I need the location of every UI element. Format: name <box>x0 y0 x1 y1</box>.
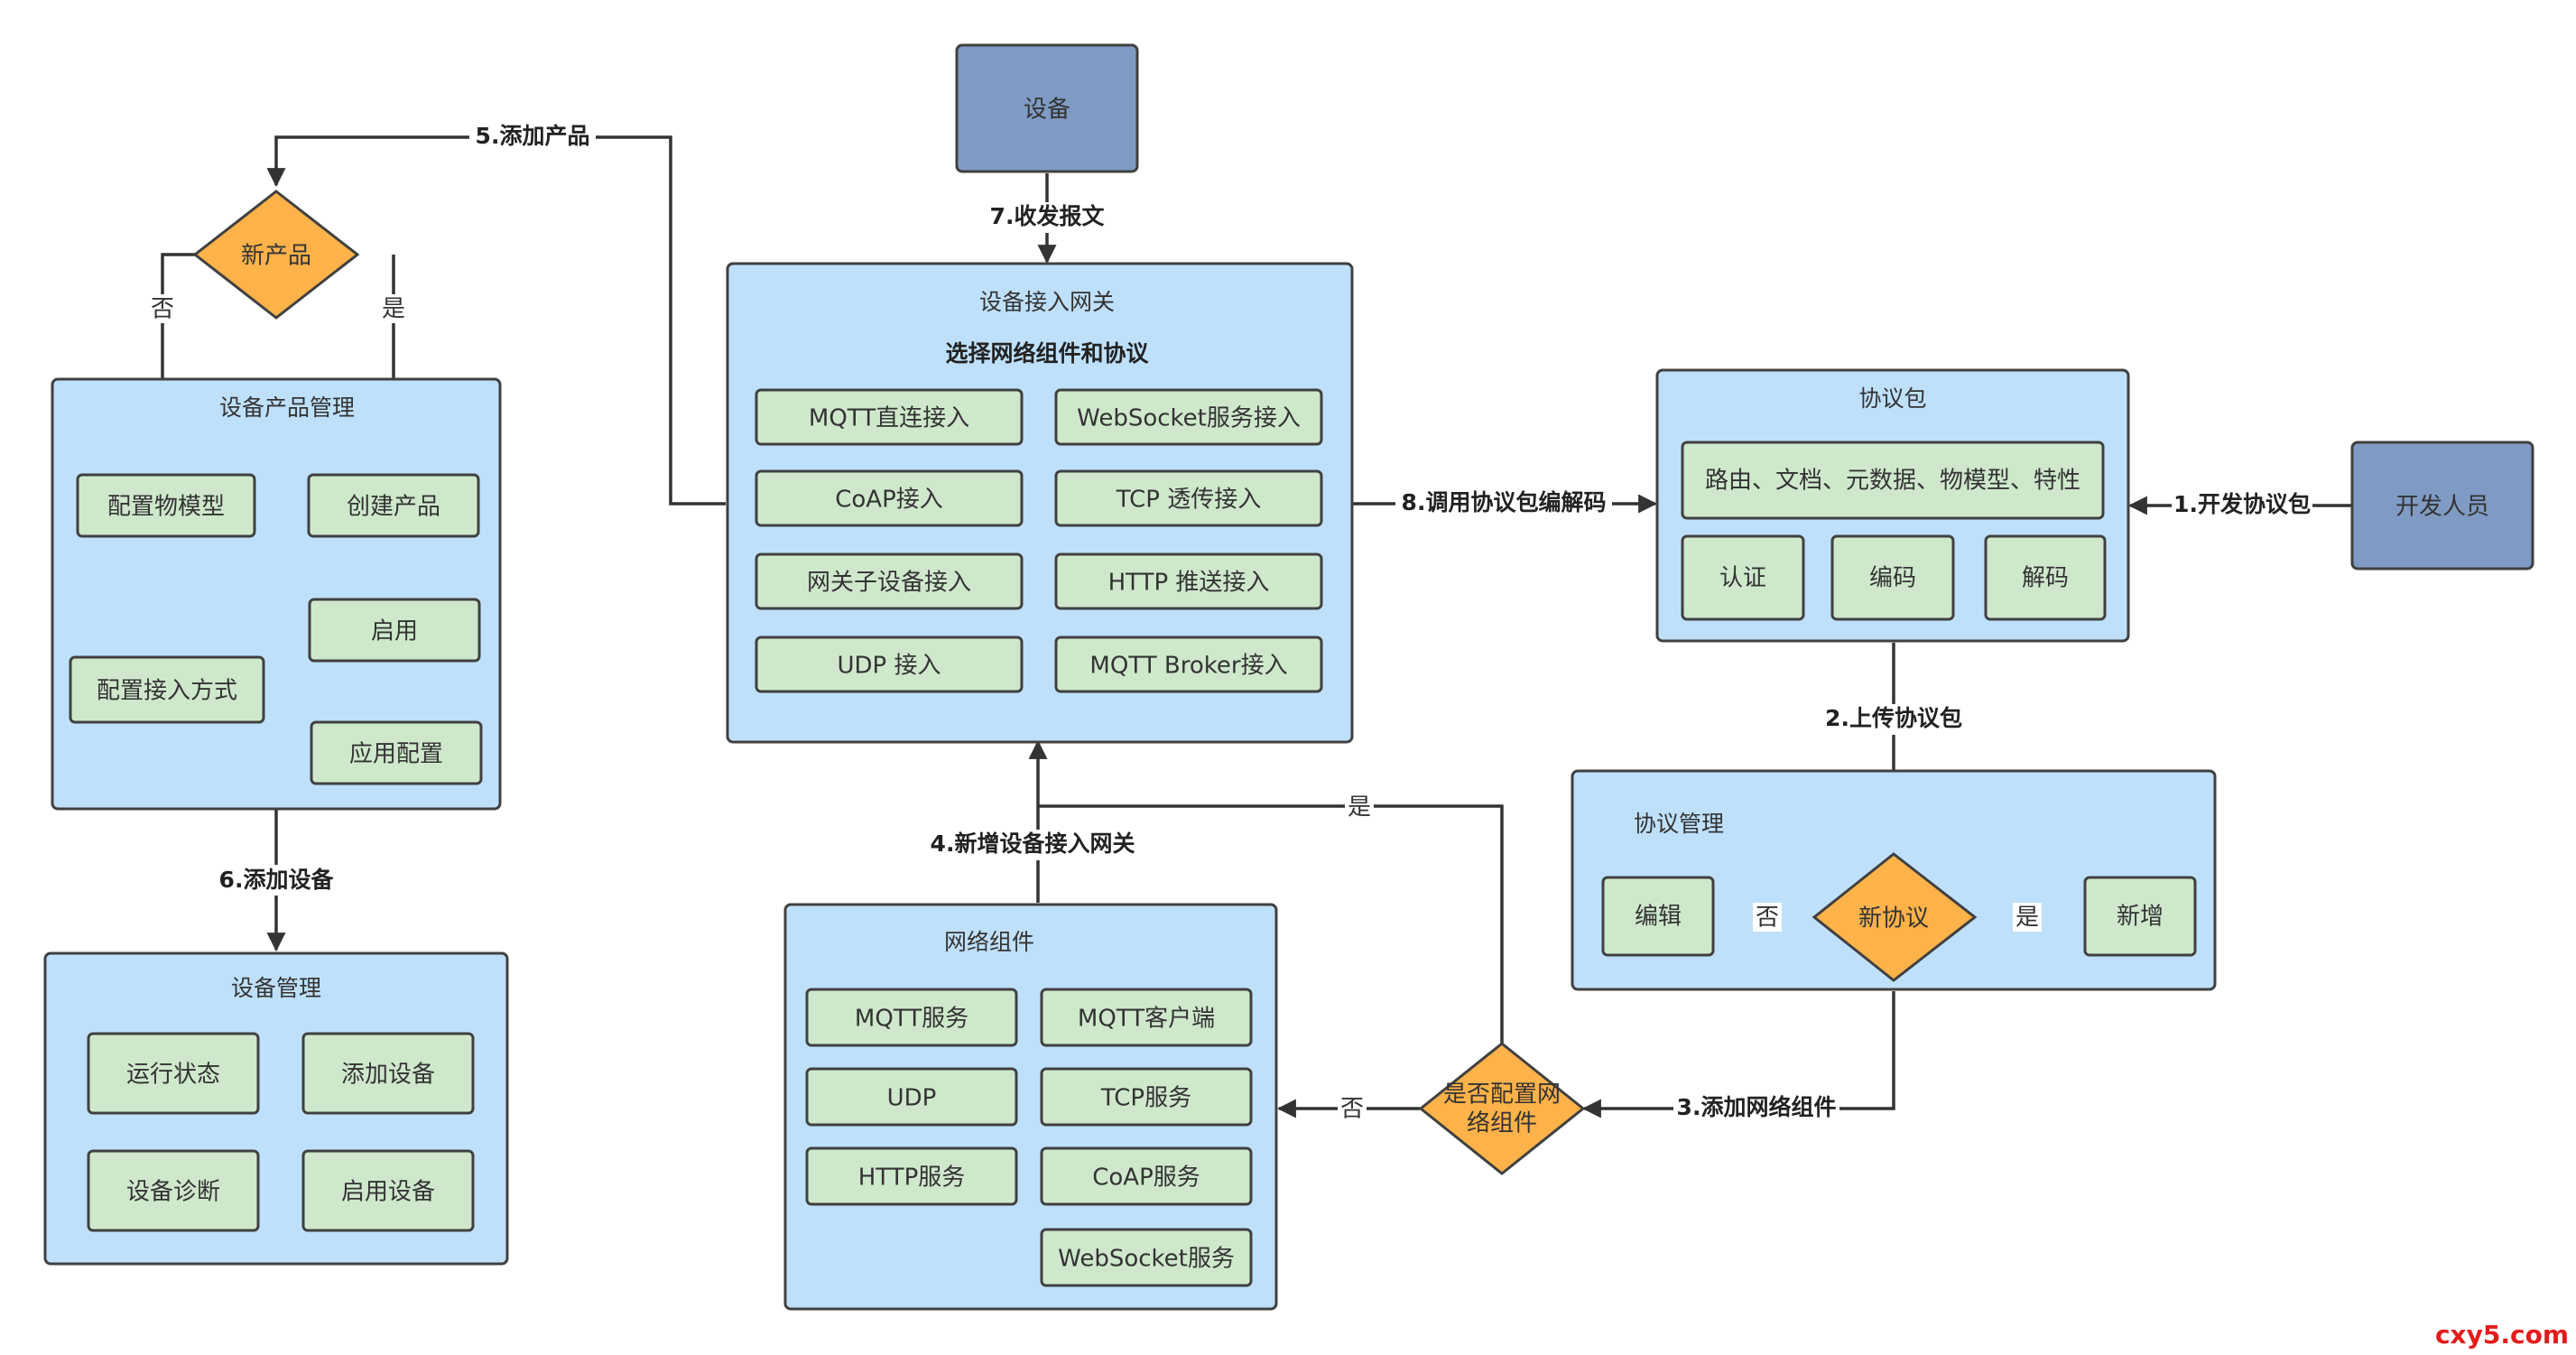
step2-label: 2.上传协议包 <box>1825 705 1962 731</box>
udp-label: UDP <box>887 1085 937 1112</box>
mqtt-client-box <box>1040 988 1253 1047</box>
udp-box <box>805 1067 1018 1127</box>
developer-node <box>2350 441 2534 571</box>
device-diag-box <box>87 1149 260 1232</box>
encode-box <box>1830 534 1955 621</box>
http-push-label: HTTP 推送接入 <box>1108 570 1270 597</box>
coap-access-box <box>755 469 1024 527</box>
watermark: cxy5.com <box>2435 1320 2569 1350</box>
mqtt-broker-box <box>1054 636 1323 693</box>
gateway-subtitle: 选择网络组件和协议 <box>945 340 1149 367</box>
coap-service-label: CoAP服务 <box>1092 1165 1200 1192</box>
tcp-access-label: TCP 透传接入 <box>1116 487 1261 514</box>
new-product-yes-label: 是 <box>382 296 405 323</box>
websocket-service-box <box>1040 1228 1253 1287</box>
new-product-label: 新产品 <box>241 243 311 270</box>
step4-label: 4.新增设备接入网关 <box>931 831 1135 857</box>
config-model-box <box>76 473 256 538</box>
add-new-box <box>2083 876 2197 957</box>
config-network-label-2: 络组件 <box>1467 1110 1537 1137</box>
coap-access-label: CoAP接入 <box>835 487 943 514</box>
gateway-title: 设备接入网关 <box>979 289 1115 315</box>
udp-access-label: UDP 接入 <box>838 653 941 680</box>
tcp-access-box <box>1054 469 1323 527</box>
device-node <box>955 43 1139 173</box>
protocol-mgmt-title: 协议管理 <box>1634 811 1724 837</box>
device-diag-label: 设备诊断 <box>126 1179 220 1206</box>
coap-service-box <box>1040 1146 1253 1206</box>
add-new-label: 新增 <box>2117 904 2164 931</box>
protocol-pkg-title: 协议包 <box>1858 385 1926 412</box>
developer-label: 开发人员 <box>2395 494 2489 521</box>
encode-label: 编码 <box>1869 565 1916 592</box>
run-status-box <box>87 1032 260 1115</box>
http-service-box <box>805 1146 1018 1206</box>
auth-label: 认证 <box>1719 565 1766 592</box>
create-product-label: 创建产品 <box>347 494 440 521</box>
new-protocol-decision <box>1812 852 1978 982</box>
enable-device-label: 启用设备 <box>341 1179 435 1206</box>
tcp-service-box <box>1040 1067 1253 1127</box>
step1-label: 1.开发协议包 <box>2173 491 2311 517</box>
enable-label: 启用 <box>371 618 418 645</box>
enable-box <box>308 598 481 663</box>
config-network-label-1: 是否配置网 <box>1443 1081 1561 1109</box>
step6-label: 6.添加设备 <box>219 867 335 893</box>
apply-config-box <box>310 720 483 785</box>
websocket-access-label: WebSocket服务接入 <box>1077 405 1301 432</box>
step3-label: 3.添加网络组件 <box>1677 1094 1837 1120</box>
edit-label: 编辑 <box>1635 904 1682 931</box>
new-protocol-label: 新协议 <box>1858 905 1929 933</box>
http-push-box <box>1054 552 1323 610</box>
product-mgmt-title: 设备产品管理 <box>219 394 355 421</box>
config-access-label: 配置接入方式 <box>97 678 237 705</box>
config-network-decision <box>1418 1042 1586 1175</box>
mqtt-service-label: MQTT服务 <box>855 1006 968 1033</box>
websocket-service-label: WebSocket服务 <box>1058 1246 1235 1273</box>
step8-label: 8.调用协议包编解码 <box>1402 489 1607 515</box>
edge-config-network-yes <box>1038 804 1504 1044</box>
add-device-box <box>301 1032 475 1115</box>
mqtt-broker-label: MQTT Broker接入 <box>1089 653 1287 680</box>
network-comp-title: 网络组件 <box>944 929 1034 955</box>
run-status-label: 运行状态 <box>126 1062 220 1089</box>
config-network-yes-label: 是 <box>1348 794 1371 821</box>
edit-box <box>1601 876 1715 957</box>
gw-subdevice-label: 网关子设备接入 <box>807 570 971 597</box>
decode-label: 解码 <box>2022 565 2069 592</box>
step7-label: 7.收发报文 <box>990 203 1106 229</box>
new-product-decision <box>192 190 360 320</box>
new-protocol-no-label: 否 <box>1756 905 1779 932</box>
edge-add-product <box>266 135 726 506</box>
config-access-box <box>69 655 265 724</box>
protocol-features-label: 路由、文档、元数据、物模型、特性 <box>1705 468 2080 495</box>
gw-subdevice-box <box>755 552 1024 610</box>
new-product-no-label: 否 <box>151 296 174 323</box>
edge-labels: 5.添加产品 否 是 6.添加设备 7.收发报文 8.调用协议包编解码 1.开发… <box>148 123 2312 1124</box>
step5-label: 5.添加产品 <box>476 123 590 149</box>
websocket-access-box <box>1054 388 1323 446</box>
http-service-label: HTTP服务 <box>858 1165 966 1192</box>
config-network-no-label: 否 <box>1340 1096 1364 1123</box>
mqtt-direct-label: MQTT直连接入 <box>809 405 969 432</box>
enable-device-box <box>301 1149 475 1232</box>
mqtt-direct-box <box>755 388 1024 446</box>
tcp-service-label: TCP服务 <box>1100 1085 1191 1112</box>
mqtt-service-box <box>805 988 1018 1047</box>
device-mgmt-title: 设备管理 <box>231 975 321 1001</box>
protocol-features-box <box>1681 441 2105 520</box>
apply-config-label: 应用配置 <box>349 741 443 768</box>
device-label: 设备 <box>1024 97 1070 124</box>
add-device-label: 添加设备 <box>341 1062 435 1089</box>
mqtt-client-label: MQTT客户端 <box>1078 1006 1215 1033</box>
udp-access-box <box>755 636 1024 693</box>
edge-add-network <box>1581 991 1895 1118</box>
gateway-container <box>726 262 1354 744</box>
decode-box <box>1984 534 2107 621</box>
auth-box <box>1681 534 1805 621</box>
config-model-label: 配置物模型 <box>107 494 225 521</box>
new-protocol-yes-label: 是 <box>2015 905 2039 932</box>
create-product-box <box>307 473 480 538</box>
